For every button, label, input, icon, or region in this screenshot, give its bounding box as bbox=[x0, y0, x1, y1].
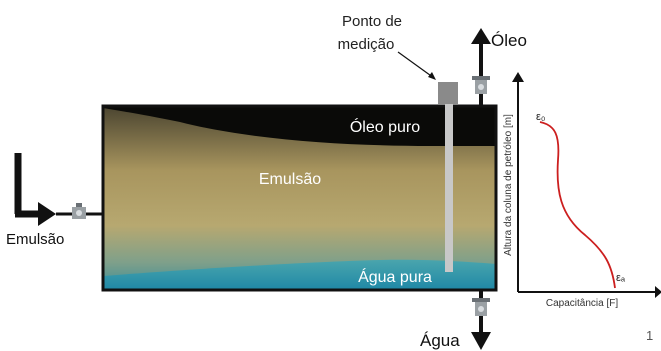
plot-x-axis-label: Capacitância [F] bbox=[546, 298, 618, 309]
water-valve-icon bbox=[472, 298, 490, 316]
plot-x-axis-arrow bbox=[655, 286, 661, 298]
plot-y-axis-arrow bbox=[512, 72, 524, 82]
pointer-line bbox=[397, 51, 435, 79]
measurement-point-box bbox=[438, 82, 458, 104]
emulsion-inlet-arrow bbox=[14, 153, 56, 226]
oil-valve-icon bbox=[472, 76, 490, 94]
emulsion-inlet-label: Emulsão bbox=[6, 231, 64, 248]
tank-outline bbox=[101, 104, 498, 292]
water-layer bbox=[103, 259, 496, 290]
epsilon-bottom-label: εₐ bbox=[616, 272, 626, 284]
capacitance-curve bbox=[539, 121, 616, 289]
oil-outlet-arrow bbox=[471, 28, 491, 44]
inlet-valve-icon bbox=[72, 203, 86, 219]
capacitance-plot bbox=[512, 72, 661, 298]
page-number: 1 bbox=[646, 328, 653, 343]
oil-outlet-label: Óleo bbox=[491, 31, 527, 50]
oil-layer bbox=[103, 106, 496, 146]
epsilon-top-label: ε₀ bbox=[536, 111, 545, 123]
measurement-point-label-1: Ponto de bbox=[342, 13, 402, 30]
water-outlet-arrow bbox=[471, 332, 491, 350]
plot-y-axis-label: Altura da coluna de petróleo [m] bbox=[503, 114, 514, 256]
pointer-arrowhead bbox=[428, 72, 436, 80]
probe-rod bbox=[445, 104, 453, 272]
measurement-point-label-2: medição bbox=[338, 36, 395, 53]
pure-oil-label: Óleo puro bbox=[350, 117, 420, 136]
water-outlet-label: Água bbox=[420, 331, 460, 350]
tank bbox=[101, 104, 498, 292]
emulsion-layer-label: Emulsão bbox=[259, 171, 321, 188]
pure-water-label: Água pura bbox=[358, 267, 432, 286]
